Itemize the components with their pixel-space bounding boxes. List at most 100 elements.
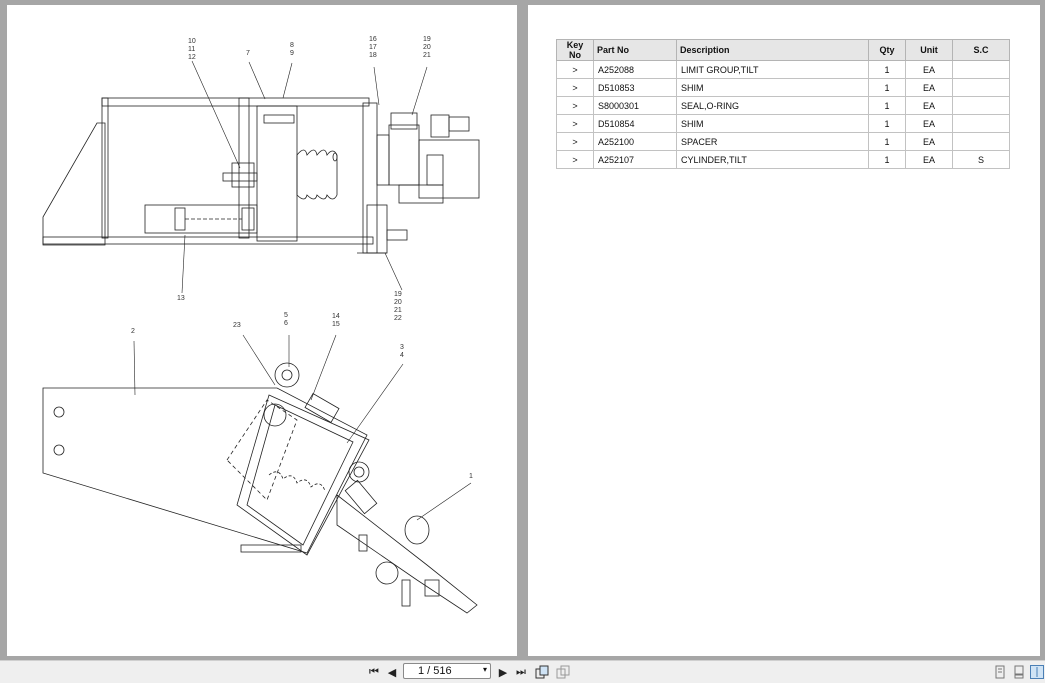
callout-21: 21 xyxy=(423,52,431,59)
single-page-view-icon[interactable] xyxy=(993,664,1007,680)
callout-4: 4 xyxy=(400,352,404,359)
col-sc: S.C xyxy=(952,39,1010,61)
callout-16: 16 xyxy=(369,36,377,43)
callout-5: 5 xyxy=(284,312,288,319)
callout-18: 18 xyxy=(369,52,377,59)
row-unit: EA xyxy=(905,96,953,115)
row-qty: 1 xyxy=(868,96,906,115)
callout-13: 13 xyxy=(177,295,185,302)
row-key[interactable]: > xyxy=(556,114,594,133)
callout-1: 1 xyxy=(469,473,473,480)
row-description: SHIM xyxy=(676,114,869,133)
row-unit: EA xyxy=(905,150,953,169)
row-sc: S xyxy=(952,150,1010,169)
callout-2: 2 xyxy=(131,328,135,335)
continuous-page-icon xyxy=(1014,665,1024,679)
table-row[interactable]: > S8000301 SEAL,O-RING 1 EA xyxy=(556,96,1010,115)
row-qty: 1 xyxy=(868,150,906,169)
row-description: LIMIT GROUP,TILT xyxy=(676,60,869,79)
callout-20: 20 xyxy=(423,44,431,51)
row-description: SEAL,O-RING xyxy=(676,96,869,115)
first-page-button[interactable]: ⏮ xyxy=(369,665,379,678)
row-unit: EA xyxy=(905,114,953,133)
row-key[interactable]: > xyxy=(556,150,594,169)
callout-14: 14 xyxy=(332,313,340,320)
viewer-toolbar: ⏮ ◀ 1 / 516 ▾ ▶ ⏭ xyxy=(0,660,1045,683)
callout-11: 11 xyxy=(188,46,195,53)
row-key[interactable]: > xyxy=(556,96,594,115)
parts-diagram: 10 11 12 7 8 9 16 17 18 19 20 21 13 19 2… xyxy=(42,36,480,614)
col-part-no: Part No xyxy=(593,39,677,61)
row-part-no: D510853 xyxy=(593,78,677,97)
callout-3: 3 xyxy=(400,344,404,351)
rotate-page-icon[interactable] xyxy=(535,664,549,680)
callout-labels: 10 11 12 7 8 9 16 17 18 19 20 21 13 19 2… xyxy=(131,36,473,480)
row-qty: 1 xyxy=(868,114,906,133)
table-row[interactable]: > D510853 SHIM 1 EA xyxy=(556,78,1010,97)
leader-lines xyxy=(133,60,472,521)
parts-table: Key No Part No Description Qty Unit S.C … xyxy=(556,39,1010,169)
callout-10: 10 xyxy=(188,38,196,45)
rotate-icon xyxy=(535,665,549,679)
table-row[interactable]: > D510854 SHIM 1 EA xyxy=(556,114,1010,133)
table-row[interactable]: > A252088 LIMIT GROUP,TILT 1 EA xyxy=(556,60,1010,79)
row-sc xyxy=(952,114,1010,133)
row-key[interactable]: > xyxy=(556,60,594,79)
col-qty: Qty xyxy=(868,39,906,61)
row-part-no: A252088 xyxy=(593,60,677,79)
parts-list-page: Key No Part No Description Qty Unit S.C … xyxy=(528,5,1040,656)
row-description: SPACER xyxy=(676,132,869,151)
table-header-row: Key No Part No Description Qty Unit S.C xyxy=(556,39,1010,61)
continuous-view-icon[interactable] xyxy=(1012,664,1026,680)
table-row[interactable]: > A252107 CYLINDER,TILT 1 EA S xyxy=(556,150,1010,169)
callout-19b: 19 xyxy=(394,291,402,298)
callout-21b: 21 xyxy=(394,307,402,314)
row-part-no: D510854 xyxy=(593,114,677,133)
next-page-button[interactable]: ▶ xyxy=(498,666,508,679)
row-key[interactable]: > xyxy=(556,78,594,97)
page-indicator: 1 / 516 xyxy=(418,665,452,677)
callout-12: 12 xyxy=(188,54,196,61)
row-sc xyxy=(952,60,1010,79)
rotate-alt-icon xyxy=(556,665,570,679)
prev-page-button[interactable]: ◀ xyxy=(387,666,397,679)
single-page-icon xyxy=(995,665,1005,679)
side-view-assembly xyxy=(42,362,478,614)
callout-6: 6 xyxy=(284,320,288,327)
col-description: Description xyxy=(676,39,869,61)
row-sc xyxy=(952,96,1010,115)
top-view-assembly xyxy=(42,97,480,254)
two-page-icon xyxy=(1030,665,1044,679)
row-qty: 1 xyxy=(868,78,906,97)
last-page-button[interactable]: ⏭ xyxy=(516,665,526,678)
row-qty: 1 xyxy=(868,132,906,151)
callout-23: 23 xyxy=(233,322,241,329)
row-key[interactable]: > xyxy=(556,132,594,151)
row-part-no: S8000301 xyxy=(593,96,677,115)
drawing-page: 10 11 12 7 8 9 16 17 18 19 20 21 13 19 2… xyxy=(7,5,517,656)
row-part-no: A252100 xyxy=(593,132,677,151)
row-unit: EA xyxy=(905,132,953,151)
callout-22: 22 xyxy=(394,315,402,322)
chevron-down-icon: ▾ xyxy=(482,665,487,674)
two-page-view-icon[interactable] xyxy=(1030,664,1044,680)
table-row[interactable]: > A252100 SPACER 1 EA xyxy=(556,132,1010,151)
page-number-select[interactable]: 1 / 516 ▾ xyxy=(403,663,491,679)
row-unit: EA xyxy=(905,78,953,97)
callout-19: 19 xyxy=(423,36,431,43)
callout-20b: 20 xyxy=(394,299,402,306)
callout-8: 8 xyxy=(290,42,294,49)
row-description: SHIM xyxy=(676,78,869,97)
callout-15: 15 xyxy=(332,321,340,328)
col-unit: Unit xyxy=(905,39,953,61)
rotate-page-alt-icon[interactable] xyxy=(556,664,570,680)
callout-9: 9 xyxy=(290,50,294,57)
row-description: CYLINDER,TILT xyxy=(676,150,869,169)
row-sc xyxy=(952,78,1010,97)
row-sc xyxy=(952,132,1010,151)
row-part-no: A252107 xyxy=(593,150,677,169)
row-qty: 1 xyxy=(868,60,906,79)
callout-7: 7 xyxy=(246,50,250,57)
callout-17: 17 xyxy=(369,44,377,51)
col-key-no: Key No xyxy=(556,39,594,61)
